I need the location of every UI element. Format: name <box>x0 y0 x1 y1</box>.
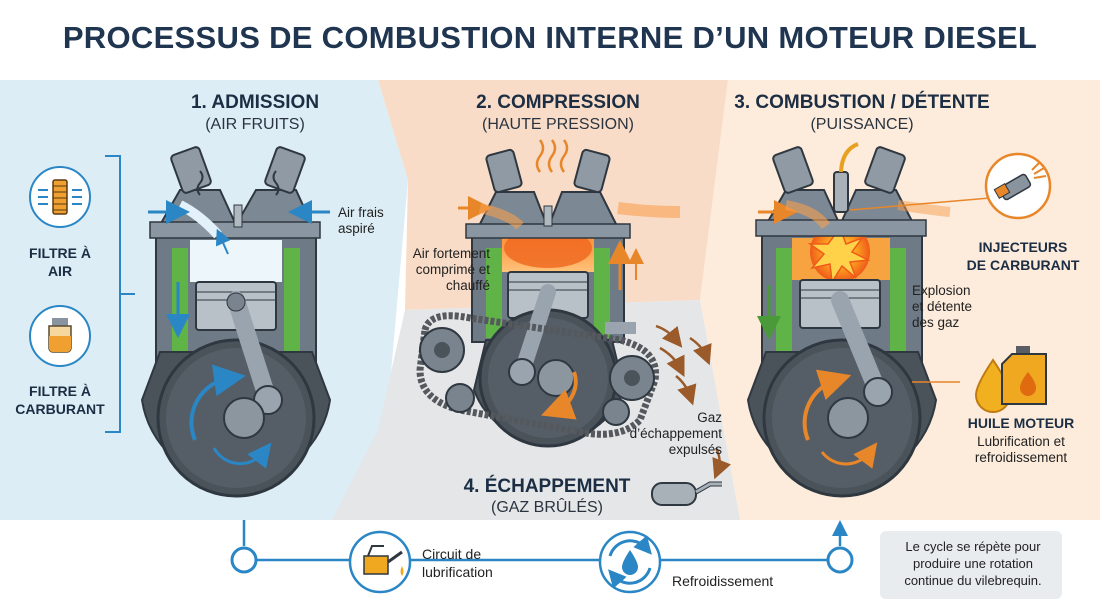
sub-compression: (HAUTE PRESSION) <box>481 116 634 133</box>
fuel-filter-icon <box>29 305 91 367</box>
heading-exhaust: 4. ÉCHAPPEMENT <box>463 476 631 497</box>
note-compression: Air fortement comprimé et chauffé <box>412 246 490 293</box>
label-oil-title: HUILE MOTEUR <box>967 415 1075 431</box>
note-exhaust: Gaz d’échappement expulsés <box>629 410 722 457</box>
oil-can-icon <box>1001 346 1047 405</box>
fuel-injector-icon <box>984 152 1052 220</box>
label-air-filter: FILTRE À AIR <box>29 245 91 279</box>
engine-admission <box>140 146 332 498</box>
label-oil-desc: Lubrification et refroidissement <box>974 434 1068 465</box>
note-combustion: Explosion et détente des gaz <box>912 283 973 330</box>
oil-pump-icon <box>348 530 412 594</box>
label-fuel-filter: FILTRE À CARBURANT <box>15 383 105 417</box>
label-lubrication: Circuit de lubrification <box>422 546 493 580</box>
sub-exhaust: (GAZ BRÛLÉS) <box>490 499 603 516</box>
label-injectors: INJECTEURS DE CARBURANT <box>966 239 1080 273</box>
sub-combustion: (PUISSANCE) <box>810 116 914 133</box>
page-title: PROCESSUS DE COMBUSTION INTERNE D’UN MOT… <box>62 20 1038 55</box>
cooling-cycle-icon <box>598 530 662 594</box>
engine-combustion <box>746 142 991 498</box>
air-filter-icon <box>29 166 91 228</box>
heading-combustion: 3. COMBUSTION / DÉTENTE <box>734 92 990 113</box>
sub-admission: (AIR FRUITS) <box>205 116 305 133</box>
cycle-note-box <box>880 531 1062 599</box>
engine-compression <box>416 139 731 506</box>
note-admission: Air frais aspiré <box>338 205 384 236</box>
heading-compression: 2. COMPRESSION <box>476 92 640 113</box>
cycle-note: Le cycle se répète pour produire une rot… <box>904 539 1042 588</box>
label-cooling: Refroidissement <box>672 573 774 589</box>
heading-admission: 1. ADMISSION <box>190 92 320 113</box>
